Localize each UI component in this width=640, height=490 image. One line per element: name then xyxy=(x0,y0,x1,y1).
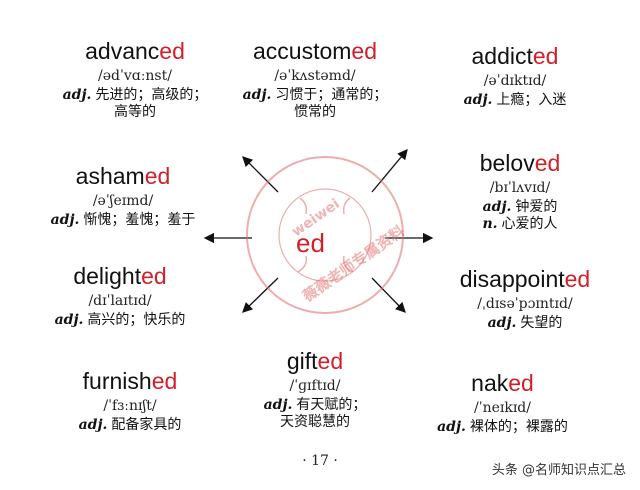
entry-addicted: addicted /əˈdɪktɪd/ adj.上瘾；入迷 xyxy=(440,43,590,109)
headword: furnished xyxy=(82,368,178,394)
pronunciation: /dɪˈlaɪtɪd/ xyxy=(88,292,152,309)
arrow-down-right xyxy=(371,277,406,313)
center-suffix: ed xyxy=(296,228,325,258)
definition: adj.配备家具的 xyxy=(78,417,182,434)
pronunciation: /əˈdɪktɪd/ xyxy=(483,72,547,89)
headword: disappointed xyxy=(459,266,591,292)
definition: adj.有天赋的； 天资聪慧的 xyxy=(263,397,367,431)
arrow-down-left xyxy=(242,277,279,313)
pronunciation: /ədˈvɑːnst/ xyxy=(98,67,172,84)
watermark-seal: weiwei 薇薇老师专属资料 xyxy=(246,156,408,314)
entry-disappointed: disappointed /ˌdɪsəˈpɔɪntɪd/ adj.失望的 xyxy=(440,266,610,332)
pronunciation: /ˈfɜːnɪʃt/ xyxy=(103,397,157,414)
entry-gifted: gifted /ˈɡɪftɪd/ adj.有天赋的； 天资聪慧的 xyxy=(240,348,390,431)
pronunciation: /ˈɡɪftɪd/ xyxy=(289,377,341,394)
entry-delighted: delighted /dɪˈlaɪtɪd/ adj.高兴的；快乐的 xyxy=(35,263,205,329)
definition: adj.失望的 xyxy=(487,315,563,332)
definition: adj.高兴的；快乐的 xyxy=(54,312,186,329)
pronunciation: /ˌdɪsəˈpɔɪntɪd/ xyxy=(477,295,573,312)
headword: beloved xyxy=(479,150,561,176)
source-credit: 头条 @名师知识点汇总 xyxy=(491,463,626,478)
entry-accustomed: accustomed /əˈkʌstəmd/ adj.习惯于；通常的； 惯常的 xyxy=(230,38,400,121)
entry-ashamed: ashamed /əˈʃeɪmd/ adj.惭愧；羞愧；羞于 xyxy=(38,163,208,229)
arrow-up-right xyxy=(371,149,408,193)
headword: naked xyxy=(471,370,534,396)
definition: adj.先进的；高级的； 高等的 xyxy=(62,87,208,121)
headword: ashamed xyxy=(75,163,171,189)
pronunciation: /ˈneɪkɪd/ xyxy=(474,399,531,416)
headword: advanced xyxy=(85,38,185,64)
arrow-up-left xyxy=(242,156,279,193)
pronunciation: /bɪˈlʌvɪd/ xyxy=(489,179,551,196)
definition: adj.惭愧；羞愧；羞于 xyxy=(50,212,196,229)
entry-advanced: advanced /ədˈvɑːnst/ adj.先进的；高级的； 高等的 xyxy=(60,38,210,121)
headword: accustomed xyxy=(252,38,378,64)
headword: gifted xyxy=(286,348,344,374)
definition: adj.钟爱的 n.心爱的人 xyxy=(482,199,558,233)
definition: adj.裸体的；裸露的 xyxy=(437,419,568,436)
headword: addicted xyxy=(471,43,559,69)
pronunciation: /əˈkʌstəmd/ xyxy=(274,67,356,84)
definition: adj.习惯于；通常的； 惯常的 xyxy=(242,87,388,121)
entry-naked: naked /ˈneɪkɪd/ adj.裸体的；裸露的 xyxy=(420,370,585,436)
page-number: · 17 · xyxy=(302,453,338,469)
entry-furnished: furnished /ˈfɜːnɪʃt/ adj.配备家具的 xyxy=(55,368,205,434)
headword: delighted xyxy=(73,263,167,289)
pronunciation: /əˈʃeɪmd/ xyxy=(92,192,154,209)
definition: adj.上瘾；入迷 xyxy=(463,92,567,109)
entry-beloved: beloved /bɪˈlʌvɪd/ adj.钟爱的 n.心爱的人 xyxy=(445,150,595,233)
